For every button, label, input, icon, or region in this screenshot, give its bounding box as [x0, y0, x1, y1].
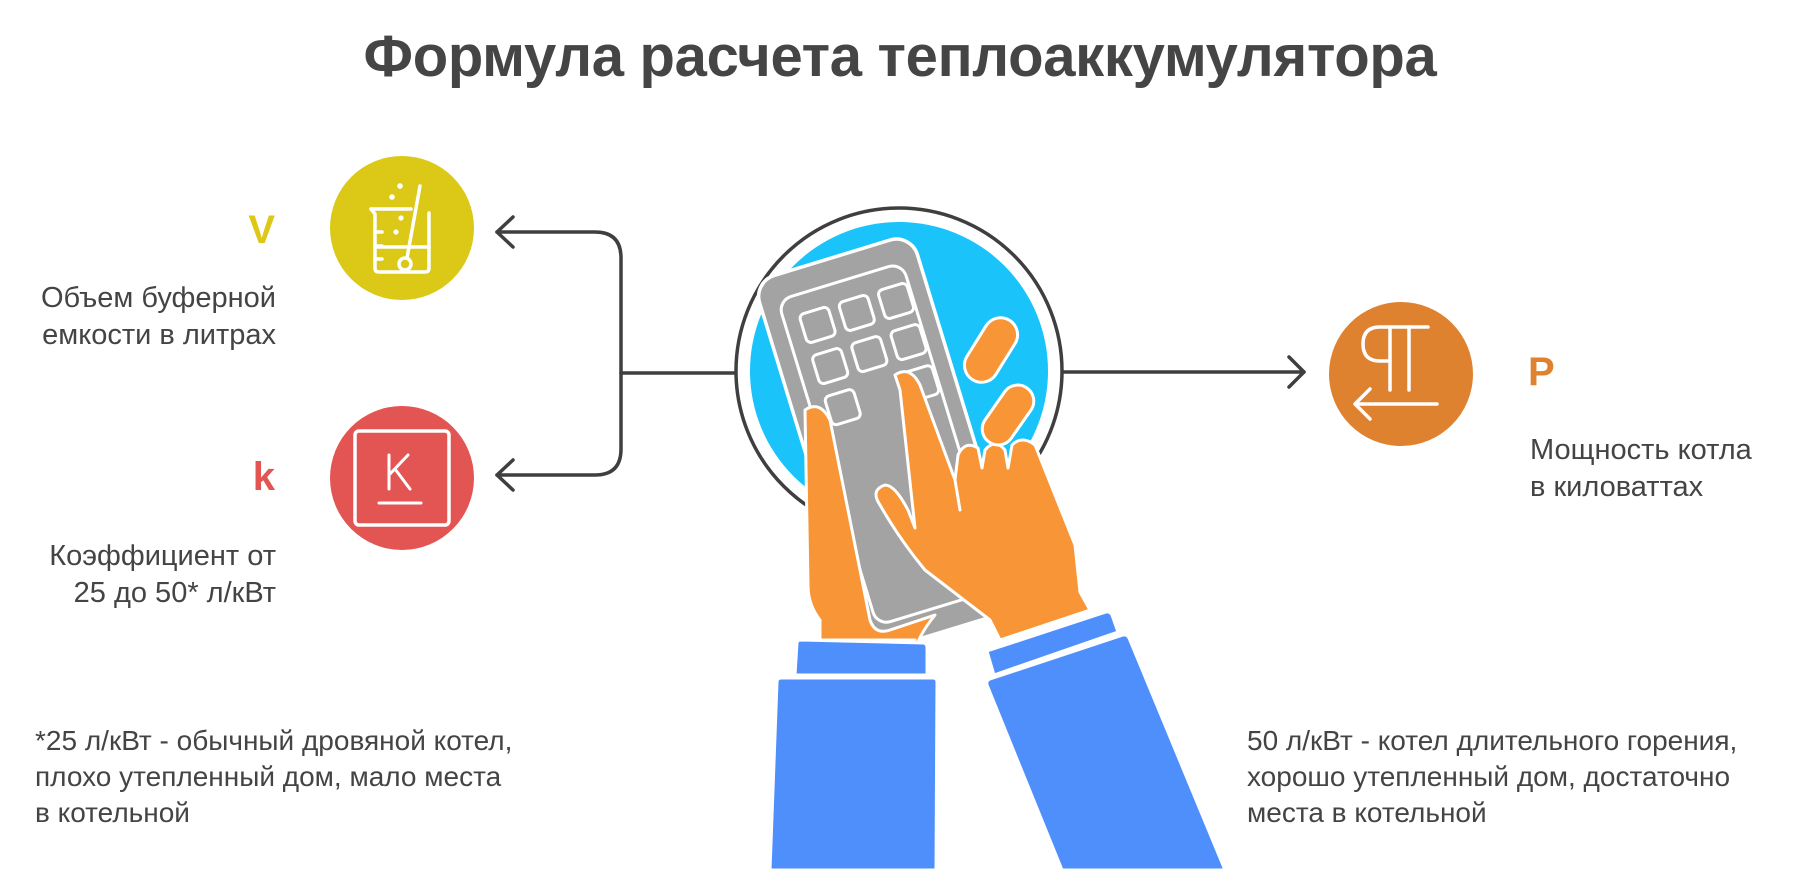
- footnote-left-line-1: *25 л/кВт - обычный дровяной котел,: [35, 725, 513, 756]
- power-variable-letter: P: [1528, 350, 1555, 394]
- power-description-line-1: Мощность котла: [1530, 434, 1752, 466]
- volume-description: Объем буферной емкости в литрах: [0, 280, 276, 354]
- paragraph-return-icon: [1329, 302, 1473, 446]
- footnote-right: 50 л/кВт - котел длительного горения, хо…: [1247, 723, 1737, 831]
- footnote-right-line-3: места в котельной: [1247, 797, 1487, 828]
- sleeves: [768, 610, 1227, 872]
- coefficient-description-line-1: Коэффициент от: [49, 540, 276, 572]
- volume-variable-letter: V: [248, 208, 275, 252]
- footnote-right-line-2: хорошо утепленный дом, достаточно: [1247, 761, 1731, 792]
- k-key-icon: [330, 406, 474, 550]
- power-description-line-2: в киловаттах: [1530, 471, 1704, 503]
- footnote-left-line-2: плохо утепленный дом, мало места: [35, 761, 502, 792]
- volume-description-line-2: емкости в литрах: [42, 319, 276, 351]
- footnote-right-line-1: 50 л/кВт - котел длительного горения,: [1247, 725, 1738, 756]
- page-title: Формула расчета теплоаккумулятора: [363, 24, 1437, 89]
- connector-lines: [495, 215, 1306, 492]
- hands-calculator-icon: [734, 206, 1092, 657]
- power-description: Мощность котла в киловаттах: [1530, 432, 1752, 506]
- volume-description-line-1: Объем буферной: [40, 282, 276, 314]
- coefficient-description: Коэффициент от 25 до 50* л/кВт: [0, 538, 276, 612]
- footnote-left: *25 л/кВт - обычный дровяной котел, плох…: [35, 723, 512, 831]
- beaker-icon: [330, 156, 474, 300]
- coefficient-description-line-2: 25 до 50* л/кВт: [73, 577, 276, 609]
- footnote-left-line-3: в котельной: [35, 797, 190, 828]
- coefficient-variable-letter: k: [252, 455, 275, 499]
